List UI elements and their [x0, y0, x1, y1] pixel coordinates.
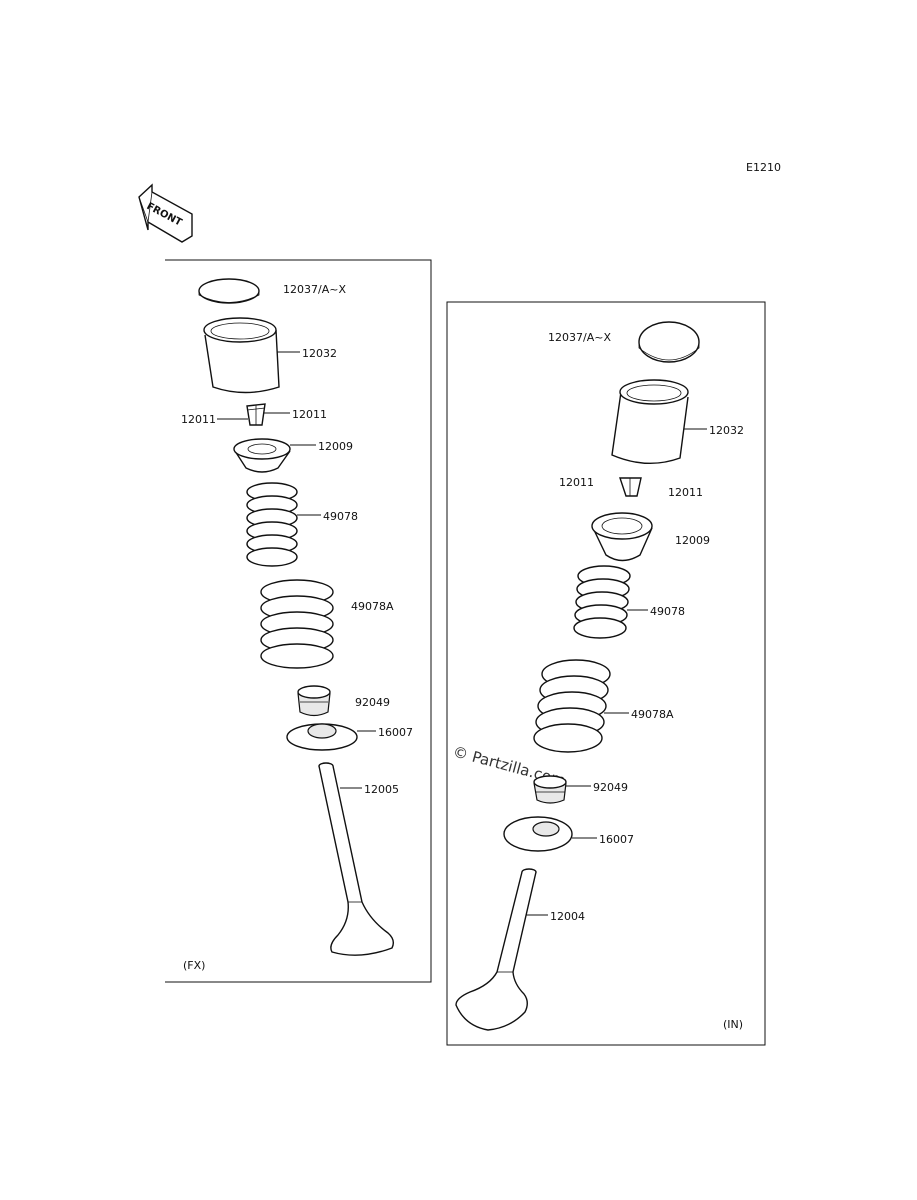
keeper-part	[246, 403, 266, 426]
stem-seal-part	[533, 775, 567, 804]
panel-fx-tag: (FX)	[183, 959, 205, 972]
spring-seat-part	[503, 816, 573, 852]
label-lifter: 12032	[709, 424, 744, 437]
label-outer-spring: 49078A	[631, 708, 674, 721]
panel-in: 12037/A~X 12032 12011 12011 12009	[446, 301, 766, 1046]
stem-seal-part	[297, 685, 331, 717]
diagram-code: E1210	[746, 161, 781, 174]
label-inner-spring: 49078	[650, 605, 685, 618]
outer-spring-part	[260, 579, 334, 669]
shim-part	[638, 321, 700, 363]
front-arrow-icon: FRONT	[138, 183, 193, 243]
retainer-part	[591, 512, 653, 562]
label-valve: 12004	[550, 910, 585, 923]
panel-in-border	[446, 301, 766, 1046]
label-valve: 12005	[364, 783, 399, 796]
label-keeper-left: 12011	[181, 413, 216, 426]
keeper-part	[619, 477, 642, 497]
lifter-part	[611, 379, 689, 465]
label-retainer: 12009	[318, 440, 353, 453]
label-outer-spring: 49078A	[351, 600, 394, 613]
lifter-part	[203, 317, 280, 394]
label-shim: 12037/A~X	[548, 331, 611, 344]
label-stem-seal: 92049	[355, 696, 390, 709]
inner-spring-part	[573, 565, 631, 639]
panel-fx: 12037/A~X 12032 12011 12011 12009	[165, 259, 432, 983]
label-keeper-right: 12011	[292, 408, 327, 421]
outer-spring-part	[533, 659, 611, 753]
label-lifter: 12032	[302, 347, 337, 360]
label-retainer: 12009	[675, 534, 710, 547]
label-keeper-right: 12011	[668, 486, 703, 499]
label-shim: 12037/A~X	[283, 283, 346, 296]
valve-part	[455, 868, 537, 1031]
label-inner-spring: 49078	[323, 510, 358, 523]
panel-in-tag: (IN)	[723, 1018, 743, 1031]
label-spring-seat: 16007	[599, 833, 634, 846]
label-stem-seal: 92049	[593, 781, 628, 794]
inner-spring-part	[246, 482, 298, 567]
label-keeper-left: 12011	[559, 476, 594, 489]
spring-seat-part	[286, 723, 358, 751]
valve-part	[318, 762, 395, 956]
panel-fx-border	[165, 259, 432, 983]
retainer-part	[233, 438, 291, 473]
shim-part	[198, 278, 260, 304]
label-spring-seat: 16007	[378, 726, 413, 739]
